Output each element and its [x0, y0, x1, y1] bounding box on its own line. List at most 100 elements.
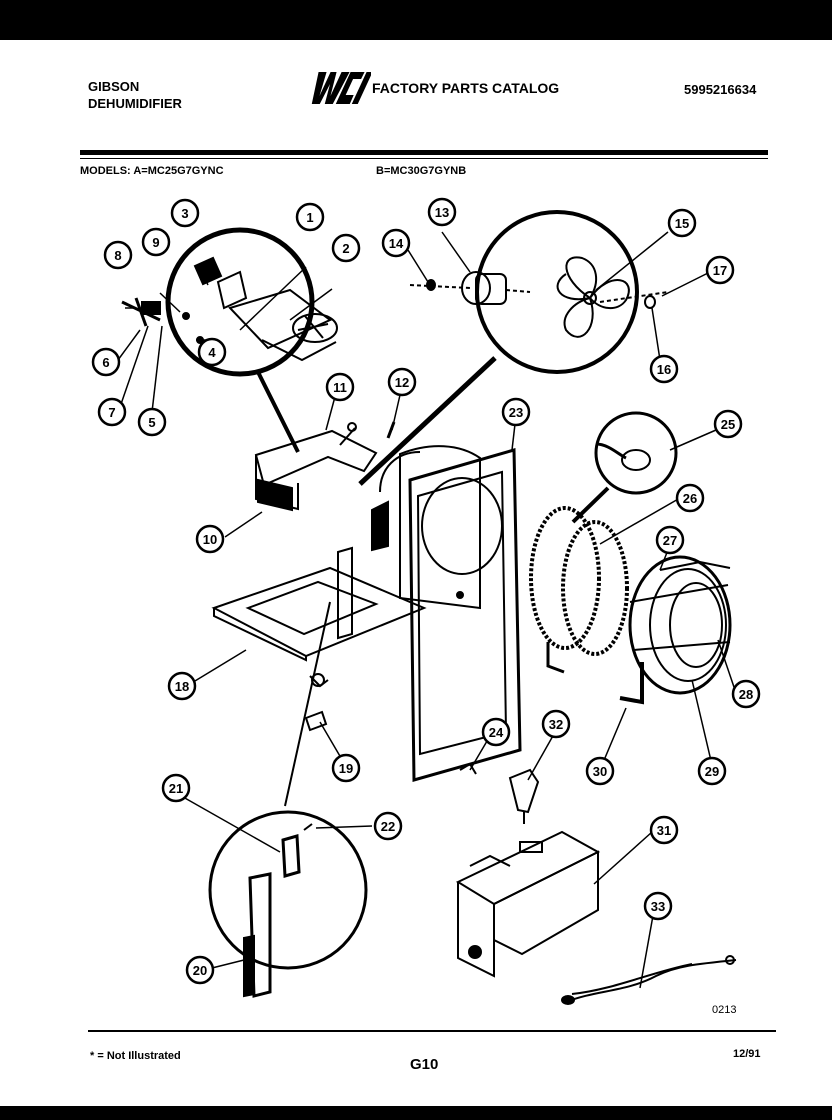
blower-housing	[371, 445, 522, 782]
callout-13: 13	[427, 197, 457, 227]
revision-date: 12/91	[733, 1048, 761, 1060]
callout-number: 20	[193, 963, 207, 978]
callout-number: 28	[739, 687, 753, 702]
callout-circle	[427, 197, 457, 227]
callout-number: 26	[683, 491, 697, 506]
callout-number: 5	[148, 415, 155, 430]
callout-circle	[501, 397, 531, 427]
callout-number: 16	[657, 362, 671, 377]
callout-12: 12	[387, 367, 417, 397]
callout-number: 22	[381, 819, 395, 834]
callout-number: 13	[435, 205, 449, 220]
callout-number: 10	[203, 532, 217, 547]
callout-circle	[331, 233, 361, 263]
callout-number: 15	[675, 216, 689, 231]
model-a-label: MODELS: A=MC25G7GYNC	[80, 165, 224, 177]
callout-18: 18	[167, 671, 197, 701]
callout-number: 18	[175, 679, 189, 694]
callout-20: 20	[185, 955, 215, 985]
callout-5: 5	[137, 407, 167, 437]
footnote: * = Not Illustrated	[90, 1050, 181, 1062]
callout-28: 28	[731, 679, 761, 709]
callout-number: 4	[208, 345, 216, 360]
callout-number: 6	[102, 355, 109, 370]
exploded-parts-diagram: 1234567891011121314151617181920212223242…	[91, 197, 761, 1005]
callout-2: 2	[331, 233, 361, 263]
callout-30: 30	[585, 756, 615, 786]
brand-name: GIBSON	[88, 79, 140, 94]
catalog-title: FACTORY PARTS CATALOG	[372, 80, 560, 96]
callout-circle	[161, 773, 191, 803]
callout-circle	[649, 815, 679, 845]
callout-circle	[667, 208, 697, 238]
leader-lines	[117, 231, 737, 989]
parts-catalog-page: GIBSON DEHUMIDIFIER FACTORY PARTS CATALO…	[0, 40, 832, 1106]
callout-16: 16	[649, 354, 679, 384]
callout-number: 1	[306, 210, 313, 225]
callout-circle	[655, 525, 685, 555]
callout-24: 24	[481, 717, 511, 747]
callout-circle	[675, 483, 705, 513]
page-code: G10	[410, 1056, 439, 1073]
callout-number: 24	[489, 725, 504, 740]
base-pan	[211, 546, 427, 688]
callout-circle	[731, 679, 761, 709]
callout-circle	[481, 717, 511, 747]
callout-8: 8	[103, 240, 133, 270]
model-b-label: B=MC30G7GYNB	[376, 165, 467, 177]
condenser-coil	[619, 555, 732, 705]
float-switch	[508, 768, 540, 824]
callout-number: 17	[713, 263, 727, 278]
figure-code: 0213	[712, 1004, 737, 1016]
evaporator-coil	[529, 506, 629, 674]
callout-33: 33	[643, 891, 673, 921]
callout-number: 21	[169, 781, 183, 796]
callout-circle	[331, 753, 361, 783]
product-type: DEHUMIDIFIER	[88, 96, 182, 111]
callout-29: 29	[697, 756, 727, 786]
hardware-small	[304, 710, 477, 775]
callout-circle	[137, 407, 167, 437]
callout-9: 9	[141, 227, 171, 257]
callout-circle	[649, 354, 679, 384]
callout-25: 25	[713, 409, 743, 439]
callout-21: 21	[161, 773, 191, 803]
callout-circle	[91, 347, 121, 377]
callout-circle	[697, 756, 727, 786]
callout-number: 9	[152, 235, 159, 250]
callout-4: 4	[197, 337, 227, 367]
callout-circle	[167, 671, 197, 701]
switch-bracket-detail	[208, 810, 368, 998]
thermostat-detail	[594, 411, 678, 495]
callout-7: 7	[97, 397, 127, 427]
callout-circle	[387, 367, 417, 397]
callout-circle	[197, 337, 227, 367]
footer-rule	[88, 1030, 776, 1032]
callout-17: 17	[705, 255, 735, 285]
callout-27: 27	[655, 525, 685, 555]
callout-10: 10	[195, 524, 225, 554]
callout-number: 30	[593, 764, 607, 779]
wci-logo	[311, 72, 371, 104]
water-bucket	[455, 830, 601, 978]
callout-11: 11	[325, 372, 355, 402]
document-number: 5995216634	[684, 82, 757, 97]
callout-32: 32	[541, 709, 571, 739]
callout-circle	[381, 228, 411, 258]
callout-23: 23	[501, 397, 531, 427]
callout-number: 27	[663, 533, 677, 548]
callout-circle	[643, 891, 673, 921]
callout-6: 6	[91, 347, 121, 377]
callout-number: 3	[181, 206, 188, 221]
callout-circle	[713, 409, 743, 439]
callout-number: 8	[114, 248, 121, 263]
callout-number: 7	[108, 405, 115, 420]
header-rule	[80, 150, 768, 155]
callout-circle	[103, 240, 133, 270]
callout-19: 19	[331, 753, 361, 783]
callout-circle	[141, 227, 171, 257]
callout-number: 23	[509, 405, 523, 420]
callout-circle	[585, 756, 615, 786]
callout-number: 19	[339, 761, 353, 776]
callout-number: 25	[721, 417, 735, 432]
